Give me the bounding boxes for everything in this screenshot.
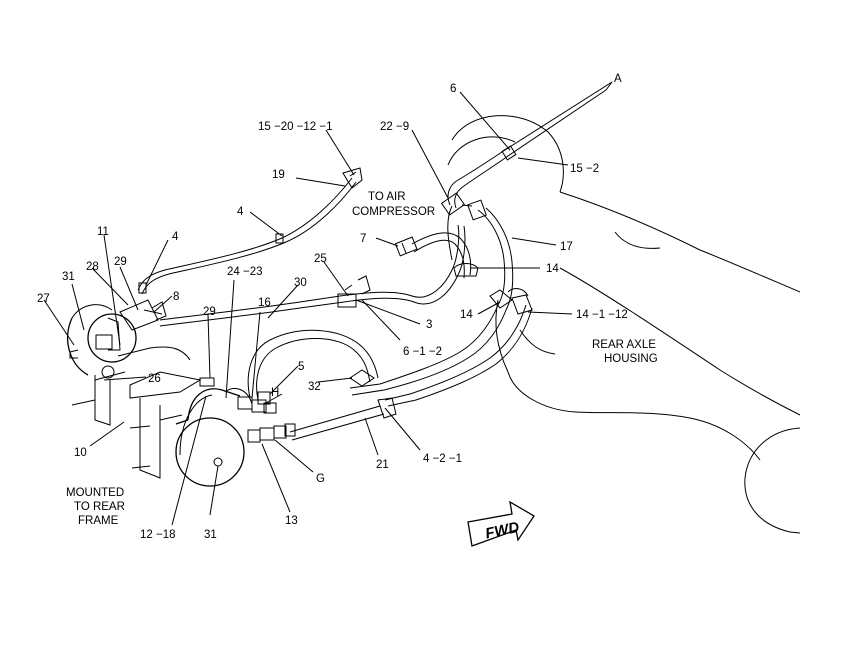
note-mounted-line-3: FRAME <box>78 515 119 527</box>
callout-10: 10 <box>74 447 87 459</box>
hose-17 <box>440 192 514 311</box>
callout-h: H <box>271 387 279 399</box>
callout-28: 28 <box>86 261 99 273</box>
callout-13: 13 <box>285 515 298 527</box>
callout-29-lower: 29 <box>203 306 216 318</box>
callout-30: 30 <box>294 277 307 289</box>
callout-g: G <box>316 473 325 485</box>
lines-to-tank <box>349 288 533 407</box>
callout-14-lower: 14 <box>460 309 473 321</box>
left-bracket-assembly <box>67 299 202 479</box>
callout-14-1-12: 14 −1 −12 <box>576 309 628 321</box>
callout-21: 21 <box>376 459 389 471</box>
callout-12-18: 12 −18 <box>140 529 176 541</box>
callout-27: 27 <box>37 293 50 305</box>
leader-lines <box>43 91 573 526</box>
note-to-air-compressor: TO AIR COMPRESSOR <box>352 191 435 218</box>
note-mounted-line-2: TO REAR <box>74 501 125 513</box>
note-rear-axle-line-2: HOUSING <box>604 353 658 365</box>
line-30 <box>159 224 466 327</box>
callout-labels: 6 A 15 −2 15 −20 −12 −1 22 −9 19 4 4 7 1… <box>37 73 628 541</box>
callout-6-top: 6 <box>450 83 456 95</box>
note-air-compressor-line-2: COMPRESSOR <box>352 206 435 218</box>
callout-4-2-1: 4 −2 −1 <box>423 453 462 465</box>
air-reservoir-tank <box>175 377 253 487</box>
callout-16: 16 <box>258 297 271 309</box>
callout-22-9: 22 −9 <box>380 121 409 133</box>
callout-31-upper: 31 <box>62 271 75 283</box>
fwd-label: FWD <box>484 519 521 543</box>
callout-6-1-2: 6 −1 −2 <box>403 346 442 358</box>
callout-19: 19 <box>272 169 285 181</box>
line-21 <box>289 397 397 441</box>
hose-32 <box>247 329 379 401</box>
callout-5: 5 <box>298 361 304 373</box>
callout-4-left: 4 <box>172 231 179 243</box>
note-rear-axle-housing: REAR AXLE HOUSING <box>592 339 658 365</box>
air-line-to-a <box>447 81 613 209</box>
note-rear-axle-line-1: REAR AXLE <box>592 339 656 351</box>
note-air-compressor-line-1: TO AIR <box>368 191 406 203</box>
callout-24-23: 24 −23 <box>227 266 263 278</box>
note-mounted-to-rear-frame: MOUNTED TO REAR FRAME <box>66 487 125 527</box>
callout-7: 7 <box>360 233 366 245</box>
callout-17: 17 <box>560 241 573 253</box>
fittings <box>237 391 296 443</box>
callout-a: A <box>614 73 622 85</box>
rear-axle-housing-outline <box>447 115 801 534</box>
callout-4-top: 4 <box>237 206 244 218</box>
callout-25: 25 <box>314 253 327 265</box>
callout-8: 8 <box>173 291 179 303</box>
callout-3: 3 <box>426 319 432 331</box>
callout-15-2: 15 −2 <box>570 163 599 175</box>
note-mounted-line-1: MOUNTED <box>66 487 124 499</box>
callout-29-upper: 29 <box>114 256 127 268</box>
callout-11: 11 <box>97 226 109 238</box>
callout-31-lower: 31 <box>204 529 217 541</box>
callout-32: 32 <box>308 381 321 393</box>
callout-26: 26 <box>148 373 161 385</box>
callout-15-20-12-1: 15 −20 −12 −1 <box>258 121 333 133</box>
fwd-arrow: FWD <box>467 500 535 547</box>
callout-14-upper: 14 <box>546 263 559 275</box>
